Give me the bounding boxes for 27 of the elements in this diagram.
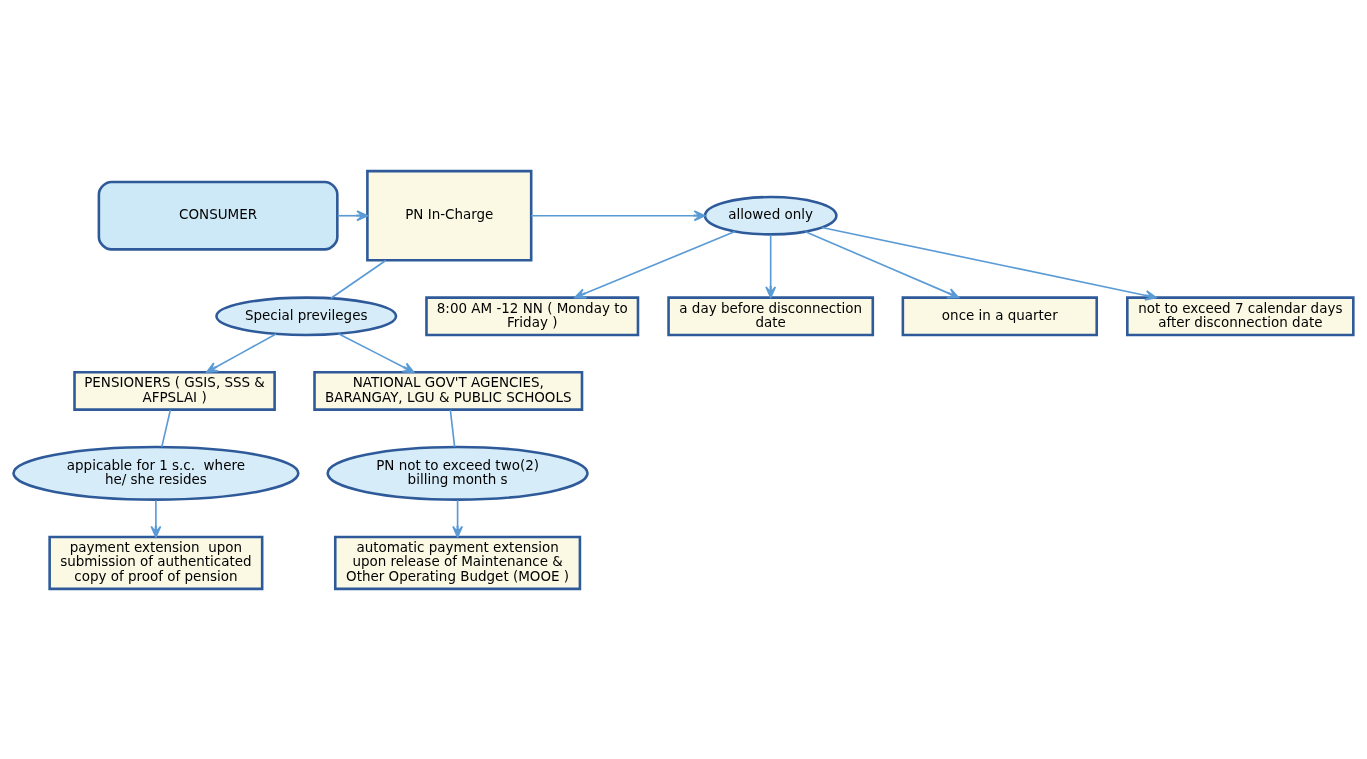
node-box: PENSIONERS ( GSIS, SSS & AFPSLAI ) <box>73 370 276 411</box>
arrow <box>765 233 777 298</box>
node-ellipse: Special previleges <box>215 295 398 336</box>
node-box: payment extension upon submission of authenticated copy of proof of pension <box>48 535 264 590</box>
arrow <box>337 332 415 373</box>
arrow <box>821 226 1157 301</box>
node-ellipse: appicable for 1 s.c. where he/ she resides <box>12 445 300 501</box>
arrow <box>804 230 960 298</box>
node-box: once in a quarter <box>901 295 1099 336</box>
connector <box>449 408 456 448</box>
arrow <box>574 230 736 299</box>
connector <box>330 259 387 299</box>
arrow <box>336 209 369 221</box>
connector <box>160 408 172 448</box>
node-box: PN In-Charge <box>366 169 533 262</box>
node-box: not to exceed 7 calendar days after disconnection date <box>1126 295 1355 336</box>
arrow <box>206 332 277 373</box>
arrow <box>530 209 706 221</box>
node-box: NATIONAL GOV'T AGENCIES, BARANGAY, LGU & PUBLIC SCHOOLS <box>313 370 584 411</box>
node-ellipse: allowed only <box>703 195 838 236</box>
node-box: CONSUMER <box>97 180 339 251</box>
node-box: 8:00 AM -12 NN ( Monday to Friday ) <box>425 295 640 336</box>
arrow <box>452 498 464 538</box>
node-box: automatic payment extension upon release of Maintenance & Other Operating Budget (MOOE ) <box>333 535 582 590</box>
arrow <box>150 498 162 538</box>
node-ellipse: PN not to exceed two(2) billing month s <box>326 445 589 501</box>
node-box: a day before disconnection date <box>667 295 875 336</box>
